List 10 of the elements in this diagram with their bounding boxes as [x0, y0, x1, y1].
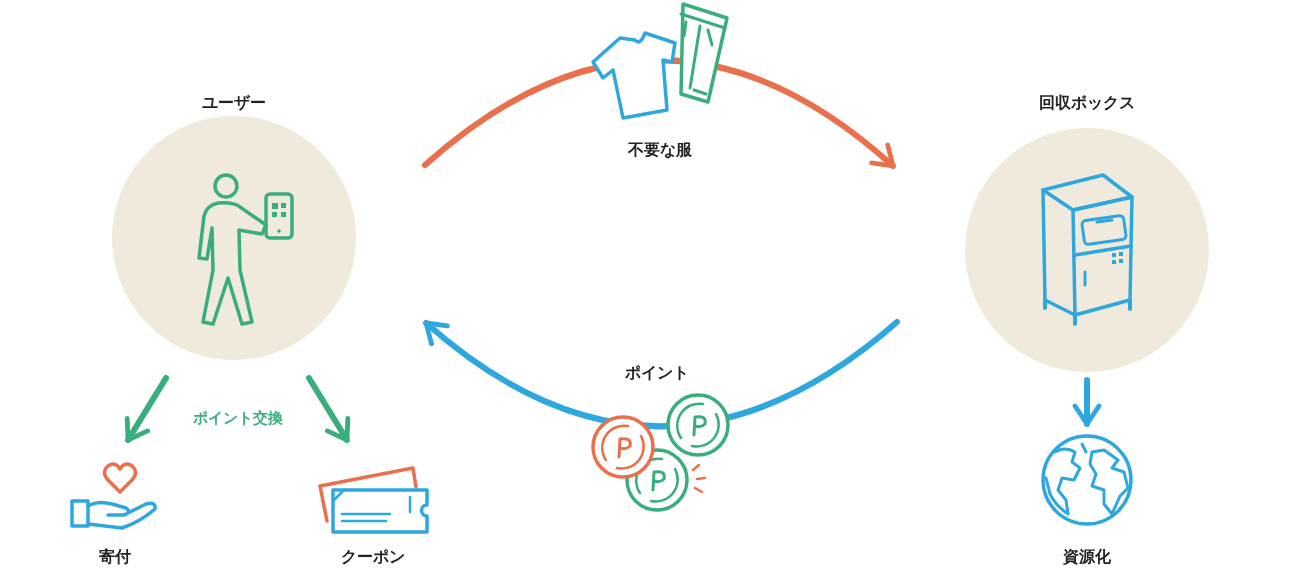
edge-label: 不要な服	[625, 140, 695, 160]
heading: ユーザー	[201, 93, 267, 113]
arrow-label: ポイント交換	[193, 408, 283, 428]
heading: 回収ボックス	[1038, 93, 1136, 113]
node-label: 資源化	[1062, 547, 1112, 567]
node-label: 寄付	[98, 547, 132, 567]
node-label: クーポン	[340, 547, 406, 567]
arrow	[306, 375, 351, 443]
arrow	[124, 375, 169, 443]
arrow	[1072, 377, 1102, 427]
